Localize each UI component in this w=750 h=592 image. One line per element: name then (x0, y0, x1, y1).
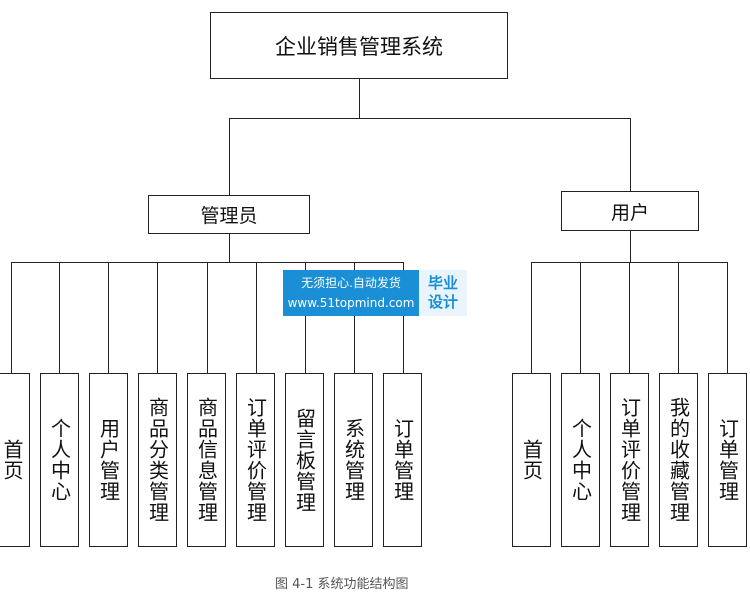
branch-node-user: 用户 (561, 191, 699, 231)
root-node-label: 企业销售管理系统 (275, 34, 443, 59)
leaf-node: 个人中心 (561, 373, 600, 547)
leaf-node-label: 首页 (0, 439, 24, 481)
leaf-node-label: 首页 (519, 439, 544, 481)
leaf-node: 首页 (0, 373, 30, 547)
branch-node-admin-label: 管理员 (200, 205, 258, 227)
leaf-node-label: 系统管理 (341, 418, 366, 502)
connector-admin-down (229, 234, 230, 263)
leaf-node-label: 订单评价管理 (243, 397, 268, 523)
connector-user-leaf-1 (531, 262, 532, 373)
leaf-node: 用户管理 (89, 373, 128, 547)
connector-user-leaf-2 (580, 262, 581, 373)
branch-node-admin: 管理员 (148, 195, 310, 234)
leaf-node: 订单管理 (708, 373, 747, 547)
watermark-badge-text: 毕业设计 (427, 274, 458, 311)
connector-admin-leaf-8 (354, 262, 355, 373)
leaf-node: 商品信息管理 (187, 373, 226, 547)
connector-admin-leaf-5 (207, 262, 208, 373)
leaf-node-label: 个人中心 (568, 418, 593, 502)
connector-root-down (359, 79, 360, 119)
leaf-node-label: 用户管理 (96, 418, 121, 502)
connector-admin-leaf-9 (403, 262, 404, 373)
connector-user-leaf-4 (678, 262, 679, 373)
leaf-node: 商品分类管理 (138, 373, 177, 547)
leaf-node: 我的收藏管理 (659, 373, 698, 547)
leaf-node-label: 商品分类管理 (145, 397, 170, 523)
leaf-node: 订单评价管理 (236, 373, 275, 547)
leaf-node: 系统管理 (334, 373, 373, 547)
connector-root-branch (229, 118, 631, 119)
leaf-node: 首页 (512, 373, 551, 547)
leaf-node-label: 留言板管理 (292, 407, 317, 513)
leaf-node: 留言板管理 (285, 373, 324, 547)
connector-admin-leaf-3 (108, 262, 109, 373)
connector-user-down (630, 231, 631, 263)
leaf-node-label: 订单评价管理 (617, 397, 642, 523)
connector-user-up (630, 118, 631, 191)
watermark-badge: 无须担心.自动发货 www.51topmind.com 毕业设计 (283, 270, 467, 316)
branch-node-user-label: 用户 (610, 201, 649, 224)
leaf-node-label: 订单管理 (715, 418, 740, 502)
connector-user-leaf-3 (629, 262, 630, 373)
figure-caption: 图 4-1 系统功能结构图 (275, 577, 409, 592)
connector-user-leaf-5 (727, 262, 728, 373)
leaf-node: 订单管理 (383, 373, 422, 547)
connector-admin-leaf-1 (11, 262, 12, 373)
connector-admin-leaf-2 (59, 262, 60, 373)
leaf-node: 订单评价管理 (610, 373, 649, 547)
watermark-side: 毕业设计 (419, 270, 467, 316)
watermark-line2: www.51topmind.com (287, 296, 415, 310)
watermark-line1: 无须担心.自动发货 (301, 276, 401, 290)
leaf-node-label: 订单管理 (390, 418, 415, 502)
watermark-main: 无须担心.自动发货 www.51topmind.com (283, 270, 419, 316)
connector-admin-leaf-4 (157, 262, 158, 373)
leaf-node-label: 我的收藏管理 (666, 397, 691, 523)
leaf-node: 个人中心 (40, 373, 79, 547)
leaf-node-label: 商品信息管理 (194, 397, 219, 523)
leaf-node-label: 个人中心 (47, 418, 72, 502)
connector-admin-leaf-6 (256, 262, 257, 373)
connector-admin-leaf-7 (305, 262, 306, 373)
root-node: 企业销售管理系统 (210, 12, 508, 79)
connector-admin-up (229, 118, 230, 195)
